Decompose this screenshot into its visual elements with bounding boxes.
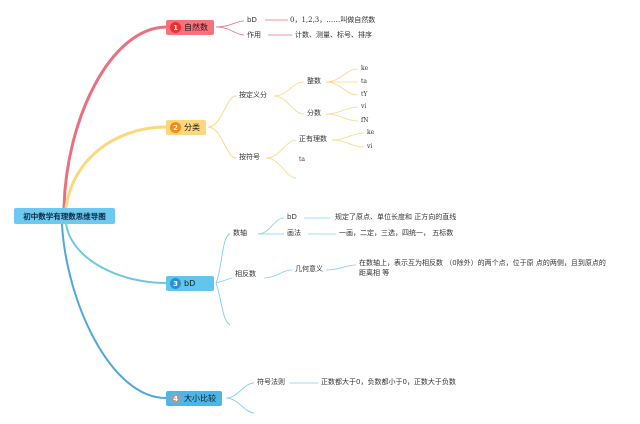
topic-b2-by-definition[interactable]: 按定义分 <box>239 91 267 99</box>
leaf-b2-positive-ke[interactable]: ke <box>367 129 375 136</box>
topic-b3-geo-value-line2[interactable]: 距离相 等 <box>359 269 390 277</box>
link-root-branch4 <box>61 223 167 399</box>
link-b3-empty <box>215 282 231 326</box>
topic-b1-usage-value[interactable]: 计数、测量、标号、排序 <box>295 31 372 39</box>
leaf-b2-integer-ke[interactable]: ke <box>361 65 369 72</box>
branch-classification[interactable]: 2 分类 <box>166 120 206 135</box>
branch-size-comparison-label: 大小比较 <box>184 394 216 403</box>
link-b2-pos-vi <box>331 139 365 148</box>
link-b3-geo <box>263 269 293 279</box>
link-root-branch3 <box>65 223 167 284</box>
topic-b4-sign-rule-value[interactable]: 正数都大于0，负数都小于0，正数大于负数 <box>321 378 456 386</box>
link-b3-numberline <box>215 233 231 284</box>
number-badge-4-icon: 4 <box>170 393 181 404</box>
leaf-b2-fraction-fn[interactable]: fN <box>361 117 369 124</box>
branch-natural-numbers-label: 自然数 <box>184 23 208 32</box>
branch-classification-label: 分类 <box>184 123 200 132</box>
topic-b3-geo-value-line1[interactable]: 在数轴上，表示互为相反数 （0除外）的两个点，位于原 点的两侧，且到原点的 <box>359 259 606 267</box>
topic-b4-sign-rule[interactable]: 符号法则 <box>257 378 285 386</box>
link-b4-rule <box>225 382 255 399</box>
topic-b3-definition-value[interactable]: 规定了原点、单位长度和 正方向的直线 <box>335 213 457 221</box>
root-topic[interactable]: 初中数学有理数思维导图 <box>14 208 115 224</box>
link-b2-int-ke <box>325 68 359 83</box>
leaf-b2-positive-vi[interactable]: vi <box>367 143 373 150</box>
link-b2-fraction <box>273 95 305 115</box>
link-b3-opposite <box>215 277 233 284</box>
topic-b2-positive-rational[interactable]: 正有理数 <box>299 135 327 143</box>
link-b2-definition <box>207 95 237 128</box>
number-badge-3-icon: 3 <box>170 278 181 289</box>
topic-b1-usage[interactable]: 作用 <box>247 31 261 39</box>
leaf-b2-integer-ta[interactable]: ta <box>361 78 367 85</box>
link-b3-geo-value <box>325 264 357 271</box>
branch-size-comparison[interactable]: 4 大小比较 <box>166 391 222 406</box>
link-b2-positive <box>265 139 297 159</box>
leaf-b2-integer-ty[interactable]: tY <box>361 91 368 98</box>
number-badge-1-icon: 1 <box>170 22 181 33</box>
link-b4-empty <box>225 397 255 414</box>
topic-b1-bd-value[interactable]: 0，1,2,3，……叫做自然数 <box>290 16 376 24</box>
number-badge-2-icon: 2 <box>170 122 181 133</box>
topic-b2-negative-rational[interactable]: ta <box>299 156 305 163</box>
branch-number-line-label: bD <box>184 279 196 288</box>
root-topic-label: 初中数学有理数思维导图 <box>23 211 106 221</box>
link-b2-negative <box>265 157 297 179</box>
topic-b3-definition[interactable]: bD <box>287 213 297 221</box>
link-b1-zuoyong <box>215 26 245 36</box>
link-root-branch2 <box>64 125 167 209</box>
link-b2-pos-ke <box>331 132 365 141</box>
topic-b1-bd[interactable]: bD <box>247 16 257 24</box>
topic-b3-geometric-meaning[interactable]: 几何意义 <box>295 265 323 273</box>
link-b2-int-ty <box>325 81 359 96</box>
link-b1-bd <box>215 20 245 28</box>
topic-b2-by-sign[interactable]: 按符号 <box>239 153 260 161</box>
topic-b3-opposite-numbers[interactable]: 相反数 <box>235 270 256 278</box>
link-root-branch1 <box>62 25 167 209</box>
link-b3-nl-bd <box>257 217 285 235</box>
topic-b3-drawing-method[interactable]: 画法 <box>287 229 301 237</box>
topic-b3-drawing-value[interactable]: 一画，二定，三选，四统一， 五标数 <box>339 229 454 237</box>
link-b2-frac-vi <box>325 106 359 115</box>
branch-natural-numbers[interactable]: 1 自然数 <box>166 20 214 35</box>
link-b2-frac-fn <box>325 113 359 122</box>
link-b2-sign <box>207 126 237 159</box>
leaf-b2-fraction-vi[interactable]: vi <box>361 103 367 110</box>
topic-b2-fraction[interactable]: 分数 <box>307 109 321 117</box>
link-b2-integer <box>273 81 305 97</box>
branch-number-line[interactable]: 3 bD <box>166 276 214 291</box>
topic-b3-number-line[interactable]: 数轴 <box>233 229 247 237</box>
topic-b2-integer[interactable]: 整数 <box>307 77 321 85</box>
